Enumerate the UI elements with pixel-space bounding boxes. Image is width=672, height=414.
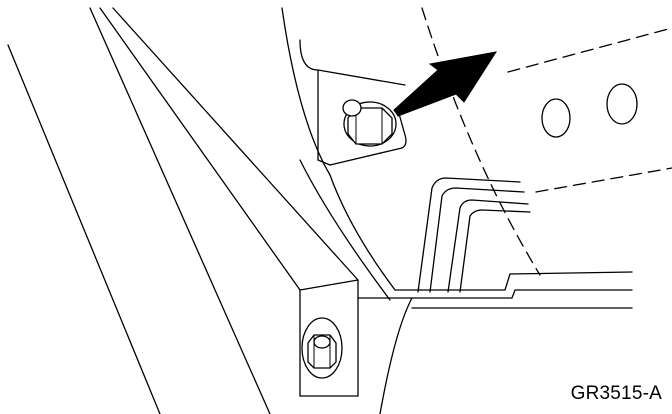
callout-arrow-icon: [393, 51, 498, 117]
lower-bracket: [299, 279, 359, 397]
panel-hole-1: [541, 98, 571, 138]
floor-step: [357, 271, 633, 414]
upper-bolt-icon: [342, 99, 397, 147]
frame-rails: [7, 7, 359, 414]
frame-line-1: [7, 44, 161, 414]
frame-line-2: [89, 7, 271, 414]
lower-bolt-icon: [307, 334, 337, 369]
figure-code: GR3515-A: [570, 383, 662, 404]
channel-rail: [417, 177, 531, 293]
lower-bolt-washer: [301, 317, 343, 379]
frame-line-4: [112, 7, 359, 281]
upper-panel: [281, 7, 407, 301]
panel-hole-2: [606, 83, 638, 125]
right-panel: [421, 7, 672, 276]
frame-line-3: [99, 7, 301, 291]
